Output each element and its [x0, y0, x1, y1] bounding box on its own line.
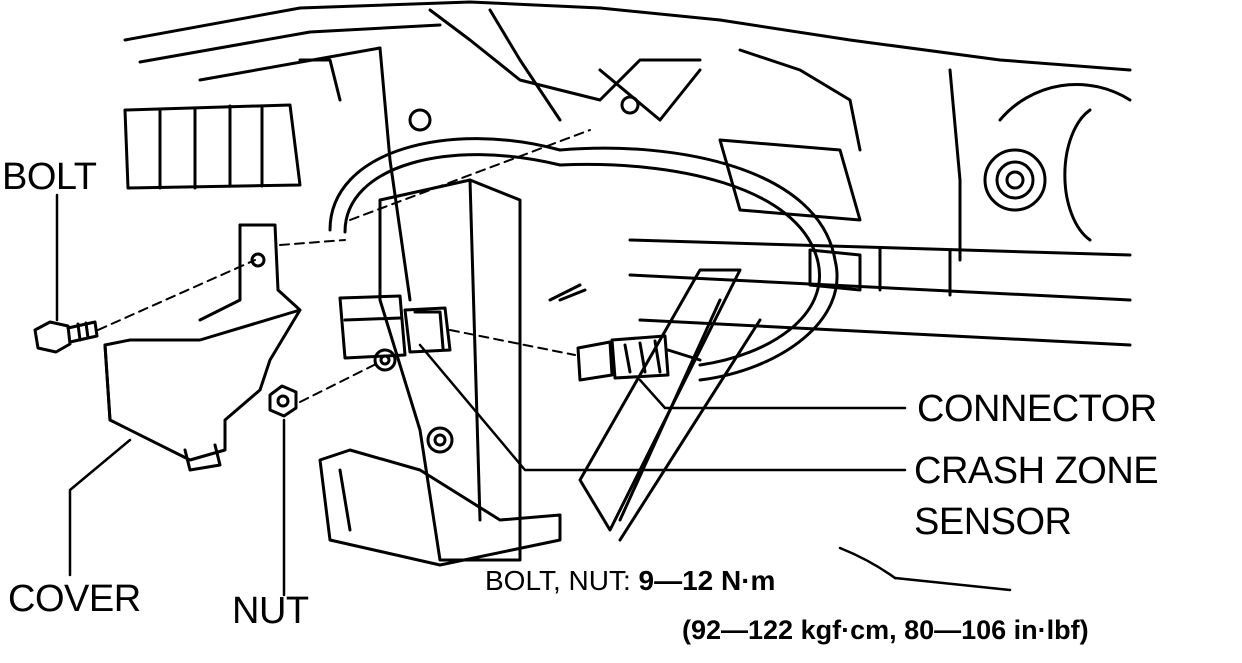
torque-value: 9—12 N·m: [638, 565, 776, 596]
assembly-lines: [97, 129, 591, 403]
torque-caption: BOLT, NUT:: [485, 565, 631, 596]
bolt-part: [33, 320, 99, 354]
crash-zone-sensor: [338, 294, 452, 372]
torque-spec: BOLT, NUT: 9—12 N·m: [485, 567, 775, 595]
cover-part: [103, 223, 302, 472]
vehicle-body-structure: [123, 0, 1132, 347]
harness-connector: [576, 334, 702, 382]
nut-label: NUT: [232, 590, 309, 632]
crash-zone-label: CRASH ZONE: [914, 450, 1159, 492]
support-member: [578, 268, 762, 542]
mounting-bracket: [318, 178, 587, 567]
bolt-label: BOLT: [2, 156, 97, 198]
leader-lines: [55, 193, 1012, 597]
nut-part: [268, 384, 298, 418]
torque-alt-units: (92—122 kgf·cm, 80—106 in·lbf): [682, 615, 1089, 645]
connector-label: CONNECTOR: [917, 388, 1157, 430]
sensor-label: SENSOR: [914, 501, 1072, 543]
wire-harness: [328, 137, 862, 382]
cover-label: COVER: [8, 578, 141, 620]
